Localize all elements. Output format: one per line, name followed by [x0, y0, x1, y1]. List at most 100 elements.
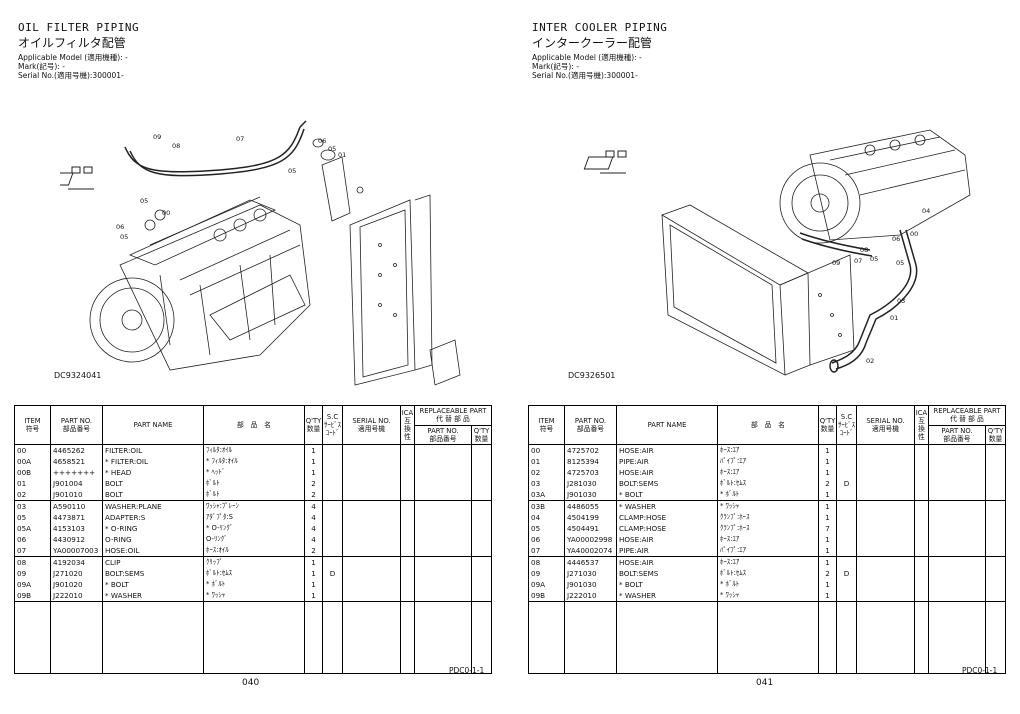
- cell-serial: [342, 590, 401, 602]
- cell-item: 06: [14, 534, 51, 545]
- cell-rep-qty: [985, 590, 1006, 602]
- svg-text:05: 05: [288, 167, 296, 175]
- cell-item: 05A: [14, 523, 51, 534]
- cell-part-name: * WASHER: [616, 590, 718, 602]
- cell-sc: [322, 512, 343, 523]
- cell-part-name-jp: ﾎｰｽ:ｴｱ: [717, 444, 819, 456]
- oil-hoses: [124, 120, 307, 177]
- col-rep-qty: Q'TY 数量: [471, 424, 492, 445]
- cell-ica: [914, 456, 929, 467]
- svg-text:06: 06: [892, 235, 900, 243]
- cell-rep-qty: [985, 523, 1006, 534]
- cell-rep-part-no: [928, 512, 986, 523]
- table-row-empty: [528, 601, 1006, 613]
- cell-sc: [322, 556, 343, 568]
- cell-ica: [400, 590, 415, 602]
- cell-rep-qty: [985, 456, 1006, 467]
- cell-item: 01: [14, 478, 51, 489]
- cell-part-name: HOSE:AIR: [616, 534, 718, 545]
- cell-qty: 1: [304, 444, 323, 456]
- cell-empty: [400, 601, 415, 613]
- cell-empty: [14, 613, 51, 633]
- cell-part-name-jp: ﾎｰｽ:ｴｱ: [717, 467, 819, 478]
- col-qty: Q'TY 数量: [818, 405, 837, 445]
- cell-rep-part-no: [414, 579, 472, 590]
- cell-empty: [928, 601, 986, 613]
- cell-empty: [717, 601, 819, 613]
- cell-empty: [471, 613, 492, 633]
- cell-empty: [914, 601, 929, 613]
- cell-ica: [400, 456, 415, 467]
- inter-cooler-piping-diagram: 04 00 06 08 09 07 05 05 03 01 02: [583, 129, 971, 376]
- cell-empty: [304, 653, 323, 674]
- cell-part-no: 4658521: [50, 456, 103, 467]
- drawing-code: DC9326501: [568, 371, 616, 380]
- cell-ica: [914, 467, 929, 478]
- cell-item: 05: [528, 523, 565, 534]
- cell-item: 09A: [528, 579, 565, 590]
- svg-text:00: 00: [162, 209, 170, 217]
- cell-item: 06: [528, 534, 565, 545]
- cell-serial: [342, 456, 401, 467]
- cell-rep-part-no: [928, 444, 986, 456]
- cell-part-name: BOLT: [102, 478, 204, 489]
- cell-rep-qty: [985, 568, 1006, 579]
- cell-qty: 1: [818, 579, 837, 590]
- drawing-code: DC9324041: [54, 371, 102, 380]
- cell-empty: [102, 613, 204, 633]
- svg-text:07: 07: [236, 135, 244, 143]
- cell-sc: [836, 444, 857, 456]
- cell-part-no: 8125394: [564, 456, 617, 467]
- cell-qty: 1: [304, 456, 323, 467]
- cell-ica: [400, 489, 415, 501]
- cell-empty: [322, 613, 343, 633]
- cell-part-name-jp: ﾜｯｼｬ:ﾌﾟﾚｰﾝ: [203, 500, 305, 512]
- col-item: ITEM 符号: [528, 405, 565, 445]
- cell-empty: [818, 653, 837, 674]
- cell-ica: [400, 568, 415, 579]
- cell-item: 09: [528, 568, 565, 579]
- col-part-name: PART NAME: [616, 405, 718, 445]
- col-part-name: PART NAME: [102, 405, 204, 445]
- cell-rep-qty: [985, 444, 1006, 456]
- cell-empty: [50, 613, 103, 633]
- svg-text:05: 05: [328, 145, 336, 153]
- serial-range: Serial No.(適用号機):300001-: [532, 71, 638, 80]
- cell-part-name: HOSE:AIR: [616, 444, 718, 456]
- cell-rep-qty: [985, 579, 1006, 590]
- cell-qty: 4: [304, 523, 323, 534]
- cell-empty: [914, 613, 929, 633]
- footer-code: PDC0-1-1: [449, 666, 485, 675]
- cell-sc: [836, 512, 857, 523]
- cell-part-name: BOLT:SEMS: [102, 568, 204, 579]
- cell-empty: [400, 613, 415, 633]
- cell-ica: [914, 523, 929, 534]
- model-info: Applicable Model (適用機種): - Mark(記号): - S…: [532, 53, 642, 80]
- cell-qty: 2: [304, 478, 323, 489]
- engine-drawing: [89, 196, 311, 371]
- cell-empty: [985, 601, 1006, 613]
- cell-item: 07: [528, 545, 565, 557]
- cell-sc: D: [836, 478, 857, 489]
- cell-rep-qty: [985, 500, 1006, 512]
- cell-rep-part-no: [928, 579, 986, 590]
- cell-serial: [342, 489, 401, 501]
- cell-rep-part-no: [928, 556, 986, 568]
- cell-item: 00B: [14, 467, 51, 478]
- cell-rep-part-no: [414, 500, 472, 512]
- cell-part-no: 4725703: [564, 467, 617, 478]
- mark: Mark(記号): -: [18, 62, 65, 71]
- catalog-page-right: INTER COOLER PIPING インタークーラー配管 Applicabl…: [510, 0, 1020, 714]
- cell-empty: [203, 601, 305, 613]
- col-ica: ICA 互 換 性: [914, 405, 929, 445]
- cell-rep-qty: [471, 478, 492, 489]
- cell-qty: 1: [818, 590, 837, 602]
- cell-empty: [616, 653, 718, 674]
- table-row-empty: [14, 653, 492, 674]
- svg-text:09: 09: [153, 133, 161, 141]
- cell-empty: [342, 653, 401, 674]
